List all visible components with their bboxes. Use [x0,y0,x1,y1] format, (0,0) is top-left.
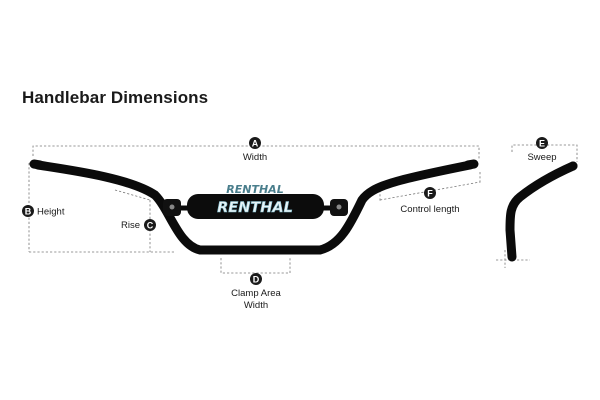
handlebar-side-view [505,161,578,262]
badge-e: E [536,137,548,149]
left-bar-end [29,159,45,170]
bar-pad [187,194,324,219]
badge-d: D [250,273,262,285]
sweep-label: Sweep [527,152,556,163]
clamp-width-label: Width [244,300,268,311]
handlebar-tube [33,160,475,255]
svg-text:D: D [253,274,260,284]
side-view-tube [505,161,578,262]
svg-text:B: B [25,206,32,216]
bar-pad-brand: RENTHAL [217,200,293,216]
left-clamp-bolt [169,204,175,210]
rise-top-ext [114,189,151,201]
badge-c: C [144,219,156,231]
bar-pad-brand-shadow: RENTHAL [226,183,283,196]
badge-f: F [424,187,436,199]
clamp-dimension-line [220,258,291,274]
diagram-title: Handlebar Dimensions [22,88,209,107]
side-view-bar-end [568,161,578,171]
width-label: Width [243,152,267,163]
height-label: Height [37,207,65,218]
svg-text:C: C [147,220,154,230]
badge-a: A [249,137,261,149]
rise-label: Rise [121,220,140,231]
right-bar-end [463,159,479,170]
control-length-label: Control length [400,204,459,215]
handlebar-front-view: RENTHAL RENTHAL [29,159,479,255]
badge-b: B [22,205,34,217]
svg-text:E: E [539,138,545,148]
svg-text:F: F [427,188,433,198]
right-clamp-bolt [336,204,342,210]
svg-text:A: A [252,138,259,148]
clamp-area-label: Clamp Area [231,288,281,299]
